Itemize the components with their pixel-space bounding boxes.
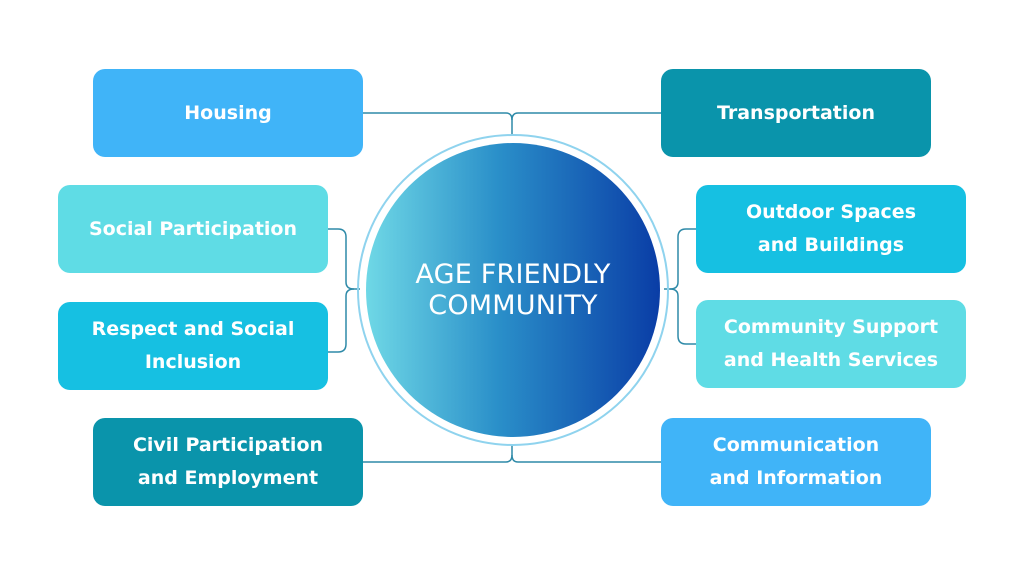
node-community-support-line1: Community Support xyxy=(723,316,939,338)
node-communication-line1: Communication xyxy=(712,434,880,456)
node-communication: Communication and Information xyxy=(661,418,931,506)
node-housing: Housing xyxy=(93,69,363,157)
hub-circle: AGE FRIENDLY COMMUNITY xyxy=(366,143,660,437)
node-outdoor-spaces-line1: Outdoor Spaces xyxy=(745,201,917,223)
connector-transportation xyxy=(511,112,661,121)
node-outdoor-spaces-line2: and Buildings xyxy=(757,234,905,256)
hub-title-line1: AGE FRIENDLY xyxy=(415,259,611,290)
node-respect-inclusion-line2: Inclusion xyxy=(144,351,242,373)
connector-community-support xyxy=(669,288,696,345)
node-social-participation-label: Social Participation xyxy=(88,217,298,240)
node-communication-line2: and Information xyxy=(709,467,883,489)
node-community-support-line2: and Health Services xyxy=(723,349,939,371)
node-respect-inclusion-line1: Respect and Social xyxy=(91,318,295,340)
connector-outdoor-spaces xyxy=(664,228,696,290)
connector-respect-inclusion xyxy=(328,288,355,353)
node-social-participation: Social Participation xyxy=(58,185,328,273)
node-transportation-label: Transportation xyxy=(716,101,875,124)
node-respect-inclusion: Respect and Social Inclusion xyxy=(58,302,328,390)
node-outdoor-spaces: Outdoor Spaces and Buildings xyxy=(696,185,966,273)
connector-housing xyxy=(363,112,513,135)
node-civil-participation-line1: Civil Participation xyxy=(132,434,324,456)
connector-social-participation xyxy=(328,228,360,290)
node-transportation: Transportation xyxy=(661,69,931,157)
node-housing-label: Housing xyxy=(184,101,272,124)
node-civil-participation-line2: and Employment xyxy=(137,467,319,489)
hub-title-line2: COMMUNITY xyxy=(428,290,598,321)
connector-communication xyxy=(511,454,661,463)
node-community-support: Community Support and Health Services xyxy=(696,300,966,388)
connector-civil-participation xyxy=(363,445,513,463)
hub-ring xyxy=(357,134,669,446)
node-civil-participation: Civil Participation and Employment xyxy=(93,418,363,506)
